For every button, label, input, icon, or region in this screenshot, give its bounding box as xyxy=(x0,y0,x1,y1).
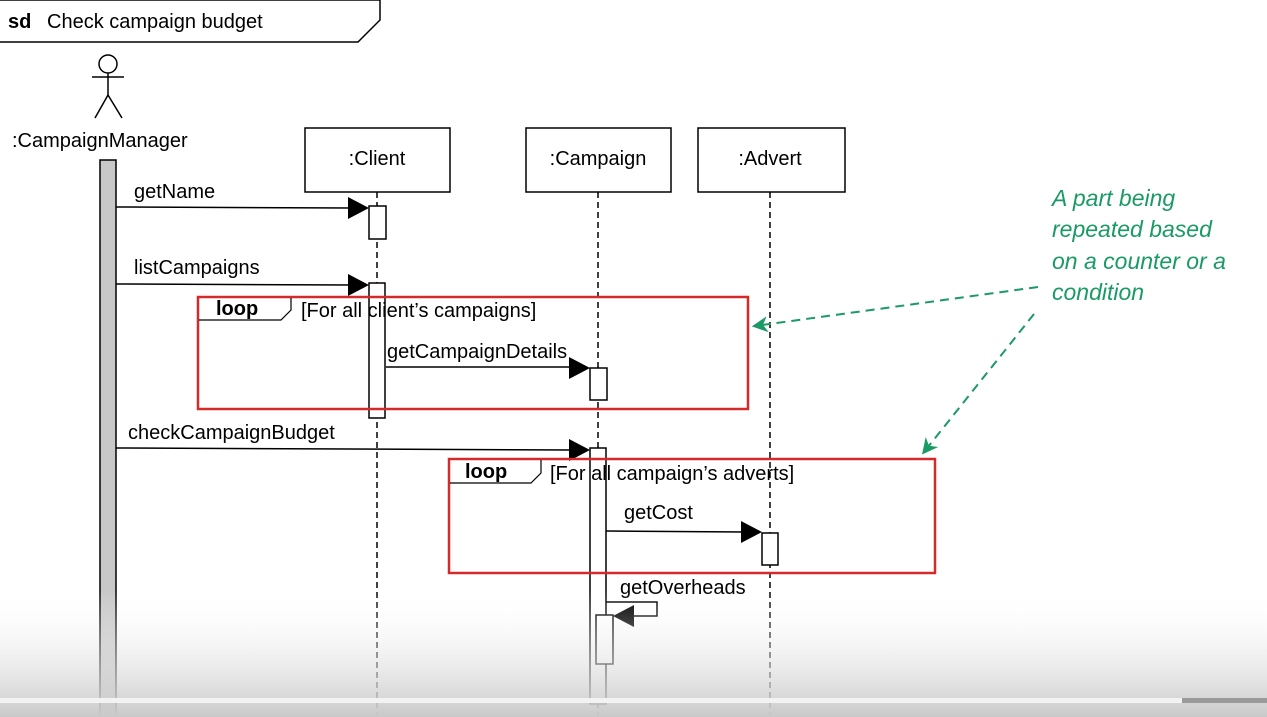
lifeline-client-label: :Client xyxy=(349,148,406,170)
annotation-arrow-1 xyxy=(751,286,1039,333)
lifeline-advert-label: :Advert xyxy=(738,148,802,170)
message-checkcampaignbudget-label: checkCampaignBudget xyxy=(128,422,335,444)
annotation-note: A part being repeated based on a counter… xyxy=(751,185,1226,455)
loop-fragment-campaign-adverts: loop [For all campaign’s adverts] xyxy=(447,457,937,575)
message-getcost: getCost xyxy=(605,502,762,543)
advert-activation-getcost xyxy=(761,532,779,566)
actor-activation-bar xyxy=(99,159,117,717)
client-activation-listcampaigns xyxy=(368,282,386,419)
loop-keyword: loop xyxy=(465,461,507,483)
message-getcampaigndetails: getCampaignDetails xyxy=(386,341,590,379)
annotation-line: repeated based xyxy=(1052,216,1213,242)
message-getname: getName xyxy=(115,181,369,219)
loop-fragment-client-campaigns: loop [For all client’s campaigns] xyxy=(196,295,750,411)
lifeline-campaign-label: :Campaign xyxy=(550,148,647,170)
client-activation-getname xyxy=(368,205,387,240)
frame-title: Check campaign budget xyxy=(47,11,263,33)
message-getname-label: getName xyxy=(134,181,215,203)
actor-stick-figure-icon xyxy=(92,54,124,119)
actor-label: :CampaignManager xyxy=(12,130,188,152)
loop-guard: [For all campaign’s adverts] xyxy=(550,463,794,485)
message-getcampaigndetails-label: getCampaignDetails xyxy=(387,341,567,363)
loop-guard: [For all client’s campaigns] xyxy=(301,300,536,322)
annotation-line: on a counter or a xyxy=(1052,248,1226,274)
annotation-line: condition xyxy=(1052,279,1144,305)
lifeline-client: :Client xyxy=(304,127,451,717)
annotation-line: A part being xyxy=(1050,185,1175,211)
campaign-activation-details xyxy=(589,367,608,401)
player-progress-bar[interactable] xyxy=(0,698,1182,703)
player-overlay-gradient xyxy=(0,590,1267,717)
message-listcampaigns: listCampaigns xyxy=(115,257,369,296)
lifeline-campaign: :Campaign xyxy=(525,127,672,717)
message-getcost-label: getCost xyxy=(624,502,693,524)
player-progress-remaining[interactable] xyxy=(1182,698,1267,703)
loop-keyword: loop xyxy=(216,298,258,320)
lifeline-advert: :Advert xyxy=(697,127,846,717)
message-listcampaigns-label: listCampaigns xyxy=(134,257,260,279)
message-checkcampaignbudget: checkCampaignBudget xyxy=(115,422,590,461)
frame-tab: sd Check campaign budget xyxy=(0,0,381,43)
annotation-arrow-2 xyxy=(922,313,1035,455)
frame-keyword: sd xyxy=(8,11,31,33)
